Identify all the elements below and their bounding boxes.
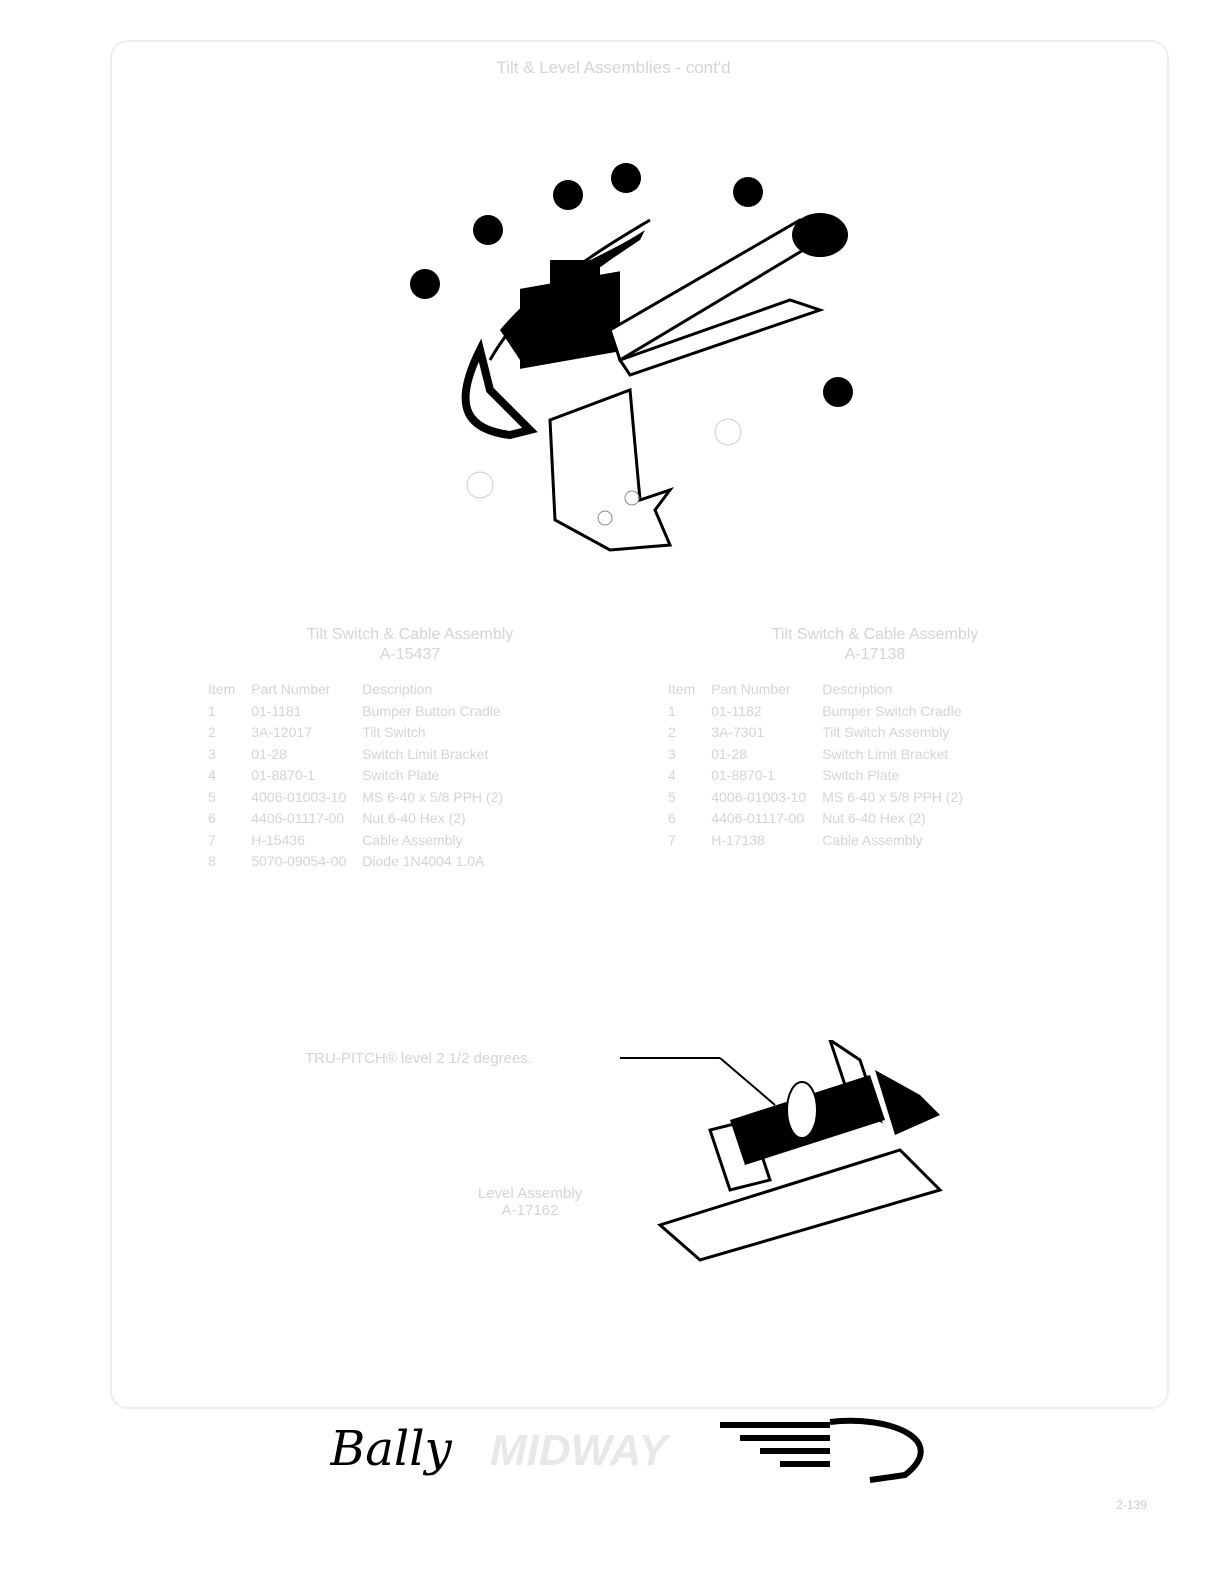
svg-text:MIDWAY: MIDWAY <box>490 1426 671 1475</box>
part-number-cell: 4006-01003-10 <box>251 788 347 805</box>
table-row: 1 01-1182 Bumper Switch Cradle <box>660 701 971 723</box>
description-cell: Switch Limit Bracket <box>362 745 489 762</box>
part-number-cell: 01-8870-1 <box>251 767 316 783</box>
table-row: 4 01-8870-1 Switch Plate <box>200 765 511 787</box>
part-number-cell: H-15436 <box>251 831 305 848</box>
level-number: A-17162 <box>501 1202 559 1219</box>
table-row: 1 01-1181 Bumper Button Cradle <box>200 701 511 723</box>
description-cell: Switch Plate <box>362 767 440 783</box>
table-row: 6 4406-01117-00 Nut 6-40 Hex (2) <box>200 808 511 830</box>
part-number-cell: 4006-01003-10 <box>711 788 807 805</box>
description-cell: Nut 6-40 Hex (2) <box>822 810 926 826</box>
table-row: 2 3A-7301 Tilt Switch Assembly <box>660 722 971 744</box>
item-cell: 2 <box>668 724 676 740</box>
table-title: Tilt Switch & Cable Assembly <box>771 626 979 643</box>
part-number-cell: 01-28 <box>711 745 748 762</box>
level-assembly-diagram <box>620 1040 943 1262</box>
table-row: 3 01-28 Switch Limit Bracket <box>660 744 971 766</box>
item-cell: 4 <box>668 767 676 783</box>
parts-table-a17138: Tilt Switch & Cable Assembly A-17138 Ite… <box>660 625 1090 851</box>
part-number-cell: H-17138 <box>711 831 765 848</box>
part-number-cell: 4406-01117-00 <box>251 810 345 826</box>
item-cell: 1 <box>208 702 216 719</box>
level-callout: TRU-PITCH® level 2 1/2 degrees. <box>305 1050 532 1067</box>
table-row: 2 3A-12017 Tilt Switch <box>200 722 511 744</box>
item-cell: 4 <box>208 767 216 783</box>
item-cell: 3 <box>668 745 676 762</box>
page-title: Tilt & Level Assemblies - cont'd <box>496 58 731 77</box>
part-number-cell: 3A-7301 <box>711 724 765 740</box>
col-header: Description <box>362 681 433 697</box>
callout-markers <box>410 163 853 407</box>
item-cell: 3 <box>208 745 216 762</box>
table-number: A-17138 <box>844 646 906 663</box>
item-cell: 6 <box>668 810 676 826</box>
table-row: 3 01-28 Switch Limit Bracket <box>200 744 511 766</box>
description-cell: Tilt Switch Assembly <box>822 724 950 740</box>
part-number-cell: 01-8870-1 <box>711 767 776 783</box>
table-title: Tilt Switch & Cable Assembly <box>306 626 514 643</box>
table-row: 4 01-8870-1 Switch Plate <box>660 765 971 787</box>
table-row: 7 H-17138 Cable Assembly <box>660 830 971 852</box>
part-number-cell: 3A-12017 <box>251 724 312 740</box>
col-header: Item <box>668 681 696 697</box>
tilt-switch-diagram <box>410 163 853 552</box>
part-number-cell: 01-28 <box>251 745 288 762</box>
description-cell: Bumper Button Cradle <box>362 702 501 719</box>
item-cell: 1 <box>668 702 676 719</box>
table-row: 5 4006-01003-10 MS 6-40 x 5/8 PPH (2) <box>200 787 511 809</box>
part-number-cell: 01-1182 <box>711 702 762 719</box>
description-cell: MS 6-40 x 5/8 PPH (2) <box>822 788 964 805</box>
level-label: Level Assembly <box>477 1185 583 1202</box>
table-number: A-15437 <box>379 646 441 663</box>
item-cell: 7 <box>208 831 216 848</box>
description-cell: Nut 6-40 Hex (2) <box>362 810 466 826</box>
item-cell: 7 <box>668 831 676 848</box>
description-cell: Switch Plate <box>822 767 900 783</box>
item-cell: 2 <box>208 724 216 740</box>
page-number: 2-139 <box>1116 1498 1147 1512</box>
table-row: 5 4006-01003-10 MS 6-40 x 5/8 PPH (2) <box>660 787 971 809</box>
item-cell: 8 <box>208 853 216 869</box>
description-cell: Bumper Switch Cradle <box>822 702 962 719</box>
parts-table-a15437: Tilt Switch & Cable Assembly A-15437 Ite… <box>200 625 620 873</box>
description-cell: Switch Limit Bracket <box>822 745 949 762</box>
table-row: 8 5070-09054-00 Diode 1N4004 1.0A <box>200 851 511 873</box>
col-header: Part Number <box>711 681 791 697</box>
description-cell: Cable Assembly <box>362 831 463 848</box>
item-cell: 6 <box>208 810 216 826</box>
part-number-cell: 5070-09054-00 <box>251 853 347 869</box>
col-header: Part Number <box>251 681 331 697</box>
description-cell: MS 6-40 x 5/8 PPH (2) <box>362 788 504 805</box>
item-cell: 5 <box>668 788 676 805</box>
svg-text:Bally: Bally <box>330 1421 453 1477</box>
part-number-cell: 01-1181 <box>251 702 302 719</box>
part-number-cell: 4406-01117-00 <box>711 810 805 826</box>
description-cell: Tilt Switch <box>362 724 426 740</box>
description-cell: Diode 1N4004 1.0A <box>362 853 485 869</box>
description-cell: Cable Assembly <box>822 831 923 848</box>
page-frame <box>110 40 1169 1409</box>
col-header: Description <box>822 681 893 697</box>
table-row: 6 4406-01117-00 Nut 6-40 Hex (2) <box>660 808 971 830</box>
table-row: 7 H-15436 Cable Assembly <box>200 830 511 852</box>
item-cell: 5 <box>208 788 216 805</box>
col-header: Item <box>208 681 236 697</box>
bally-midway-logo: Bally MIDWAY <box>329 1410 950 1495</box>
